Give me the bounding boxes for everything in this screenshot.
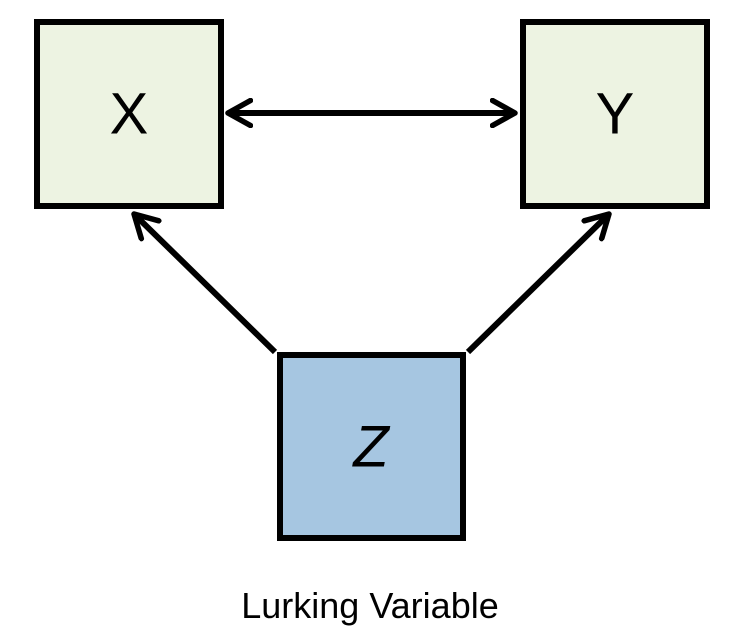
node-x: X (34, 19, 224, 209)
node-z: Z (277, 352, 466, 541)
node-y: Y (520, 19, 710, 209)
edge-z-to-y-arrow (465, 214, 609, 355)
node-x-box (34, 19, 224, 209)
node-x-label: X (110, 82, 149, 147)
node-z-box (277, 352, 466, 541)
node-y-label: Y (596, 82, 635, 147)
node-y-box (520, 19, 710, 209)
node-z-label: Z (351, 415, 391, 480)
diagram-caption: Lurking Variable (241, 585, 498, 626)
edge-z-to-x-arrow (134, 214, 278, 355)
